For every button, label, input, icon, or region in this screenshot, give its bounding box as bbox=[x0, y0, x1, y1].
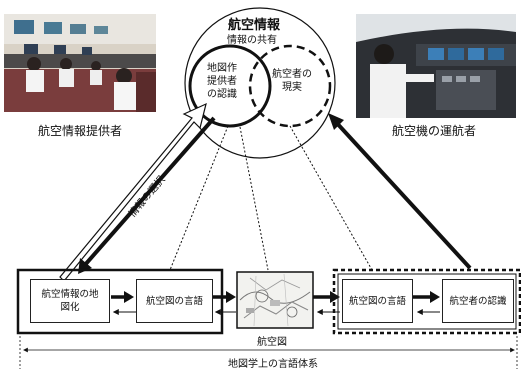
operator-recognition-box: 航空者の認識 bbox=[442, 279, 514, 323]
aeronautical-chart-label: 航空図 bbox=[257, 337, 287, 348]
provider-recognition-line3: の認識 bbox=[207, 89, 237, 100]
chart-language-box-right: 航空図の言語 bbox=[342, 279, 413, 323]
shared-info-title: 航空情報 bbox=[228, 18, 281, 33]
arrow-box3-to-box4 bbox=[430, 291, 440, 303]
provider-label: 航空情報提供者 bbox=[38, 124, 123, 138]
arrow-box2-to-map bbox=[226, 291, 236, 303]
operator-process-inner bbox=[337, 273, 517, 330]
thick-arrow-to-shared-info bbox=[332, 118, 472, 270]
map-compilation-line1: 航空情報の地 bbox=[41, 289, 99, 300]
operator-reality-circle bbox=[248, 44, 332, 128]
operator-recognition-text: 航空者の認識 bbox=[449, 295, 507, 307]
chart-language-right-text: 航空図の言語 bbox=[348, 295, 406, 307]
map-compilation-line2: 図化 bbox=[60, 302, 80, 313]
map-compilation-box: 航空情報の地 図化 bbox=[30, 279, 110, 323]
provider-recognition-circle bbox=[188, 44, 272, 128]
operator-reality-line2: 現実 bbox=[282, 82, 302, 93]
aeronautical-chart-image bbox=[236, 271, 314, 329]
operator-reality-line1: 航空者の bbox=[272, 69, 312, 80]
provider-recognition-line2: 提供者 bbox=[207, 76, 237, 87]
air-traffic-control-room-photo bbox=[4, 14, 156, 112]
operator-label: 航空機の運航者 bbox=[392, 124, 477, 138]
provider-recognition-line1: 地図作 bbox=[207, 63, 237, 74]
cartographic-language-system-label: 地図学上の言語体系 bbox=[226, 355, 320, 370]
operator-reality-text: 航空者の 現実 bbox=[268, 68, 316, 94]
arrow-box1-to-box2 bbox=[124, 291, 134, 303]
provider-process-group bbox=[16, 268, 224, 335]
provider-recognition-text: 地図作 提供者 の認識 bbox=[200, 62, 244, 101]
shared-info-subtitle: 情報の共有 bbox=[227, 35, 277, 46]
dotted-line-a bbox=[169, 125, 229, 271]
control-room-illustration bbox=[4, 14, 156, 112]
dotted-line-b bbox=[239, 126, 269, 271]
information-selection-arrow bbox=[59, 102, 207, 282]
chart-language-box-left: 航空図の言語 bbox=[136, 279, 213, 323]
cockpit-illustration bbox=[356, 14, 516, 118]
cockpit-pilot-photo bbox=[356, 14, 516, 118]
arrow-map-to-box3 bbox=[330, 291, 340, 303]
thick-arrow-to-map-box bbox=[82, 116, 216, 268]
operator-process-group bbox=[332, 268, 521, 335]
chart-language-left-text: 航空図の言語 bbox=[145, 295, 203, 307]
